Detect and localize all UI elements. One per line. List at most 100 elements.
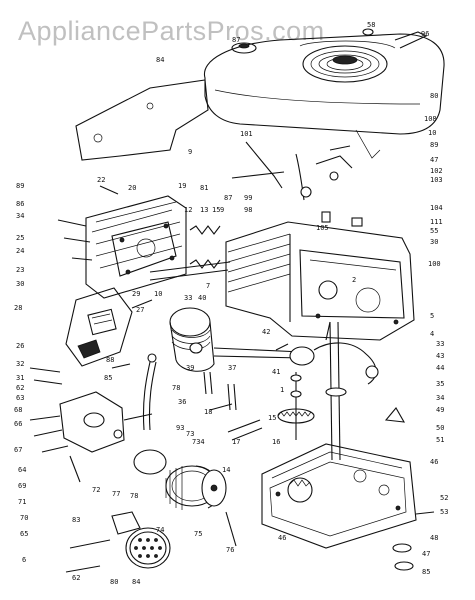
part-callout: 44 <box>436 364 444 372</box>
part-callout: 65 <box>20 530 28 538</box>
part-callout: 71 <box>18 498 26 506</box>
part-callout: 89 <box>16 182 24 190</box>
part-callout: 42 <box>262 328 270 336</box>
fuel-line <box>142 353 157 431</box>
part-callout: 24 <box>16 247 24 255</box>
part-callout: 14 <box>222 466 230 474</box>
oil-sump-base <box>261 407 417 549</box>
part-callout: 30 <box>430 238 438 246</box>
part-callout: 16 <box>272 438 280 446</box>
part-callout: 10 <box>154 290 162 298</box>
camshaft-gear <box>203 371 315 441</box>
part-callout: 4 <box>430 330 434 338</box>
part-callout: 40 <box>198 294 206 302</box>
part-callout: 39 <box>186 364 194 372</box>
part-callout: 104 <box>430 204 443 212</box>
part-callout: 83 <box>72 516 80 524</box>
engine-block <box>225 211 415 341</box>
part-callout: 9 <box>188 148 192 156</box>
cylinder-head <box>57 195 187 299</box>
part-callout: 87 <box>224 194 232 202</box>
part-callout: 13 <box>200 206 208 214</box>
part-callout: 47 <box>430 156 438 164</box>
part-callout: 46 <box>278 534 286 542</box>
part-callout: 37 <box>228 364 236 372</box>
air-cleaner-assembly <box>133 449 227 510</box>
part-callout: 9 <box>220 206 224 214</box>
part-callout: 734 <box>192 438 205 446</box>
part-callout: 84 <box>132 578 140 586</box>
part-callout: 77 <box>112 490 120 498</box>
part-callout: 43 <box>436 352 444 360</box>
part-callout: 99 <box>244 194 252 202</box>
fasteners <box>29 185 435 573</box>
part-callout: 80 <box>110 578 118 586</box>
part-callout: 6 <box>22 556 26 564</box>
part-callout: 102 <box>430 167 443 175</box>
part-callout: 20 <box>128 184 136 192</box>
part-callout: 78 <box>172 384 180 392</box>
part-callout: 19 <box>178 182 186 190</box>
part-callout: 35 <box>436 380 444 388</box>
part-callout: 64 <box>18 466 26 474</box>
part-callout: 62 <box>72 574 80 582</box>
part-callout: 32 <box>16 360 24 368</box>
part-callout: 100 <box>428 260 441 268</box>
part-callout: 36 <box>178 398 186 406</box>
valve-springs <box>149 225 231 281</box>
part-callout: 68 <box>14 406 22 414</box>
part-callout: 55 <box>430 227 438 235</box>
part-callout: 80 <box>430 92 438 100</box>
part-callout: 51 <box>436 436 444 444</box>
part-callout: 111 <box>430 218 443 226</box>
part-callout: 10 <box>428 129 436 137</box>
part-callout: 15 <box>212 206 220 214</box>
part-callout: 103 <box>430 176 443 184</box>
part-callout: 73 <box>186 430 194 438</box>
muffler-screen <box>69 511 171 569</box>
governor-linkage <box>231 129 381 201</box>
control-bracket-plate <box>75 79 209 161</box>
part-callout: 76 <box>226 546 234 554</box>
part-callout: 41 <box>272 368 280 376</box>
part-callout: 85 <box>422 568 430 576</box>
part-callout: 87 <box>232 36 240 44</box>
part-callout: 88 <box>106 356 114 364</box>
part-callout: 108 <box>424 115 437 123</box>
part-callout: 28 <box>14 304 22 312</box>
part-callout: 101 <box>240 130 253 138</box>
piston <box>169 307 215 372</box>
part-callout: 50 <box>436 424 444 432</box>
part-callout: 86 <box>16 200 24 208</box>
part-callout: 15 <box>268 414 276 422</box>
part-callout: 105 <box>316 224 329 232</box>
blower-housing-shroud <box>203 28 445 135</box>
part-callout: 98 <box>244 206 252 214</box>
part-callout: 2 <box>352 276 356 284</box>
part-callout: 46 <box>430 458 438 466</box>
ignition-coil <box>65 287 153 367</box>
part-callout: 70 <box>20 514 28 522</box>
part-callout: 12 <box>184 206 192 214</box>
part-callout: 33 <box>184 294 192 302</box>
part-callout: 78 <box>130 492 138 500</box>
part-callout: 66 <box>14 420 22 428</box>
part-callout: 22 <box>97 176 105 184</box>
part-callout: 17 <box>232 438 240 446</box>
part-callout: 69 <box>18 482 26 490</box>
part-callout: 85 <box>104 374 112 382</box>
part-callout: 25 <box>16 234 24 242</box>
part-callout: 89 <box>430 141 438 149</box>
part-callout: 58 <box>367 21 375 29</box>
carburetor <box>29 391 153 483</box>
part-callout: 75 <box>194 530 202 538</box>
part-callout: 1 <box>280 386 284 394</box>
part-callout: 33 <box>436 340 444 348</box>
part-callout-labels: 5887968480108108947102103104111553010010… <box>14 21 448 586</box>
part-callout: 27 <box>136 306 144 314</box>
part-callout: 72 <box>92 486 100 494</box>
part-callout: 34 <box>436 394 444 402</box>
part-callout: 23 <box>16 266 24 274</box>
part-callout: 31 <box>16 374 24 382</box>
